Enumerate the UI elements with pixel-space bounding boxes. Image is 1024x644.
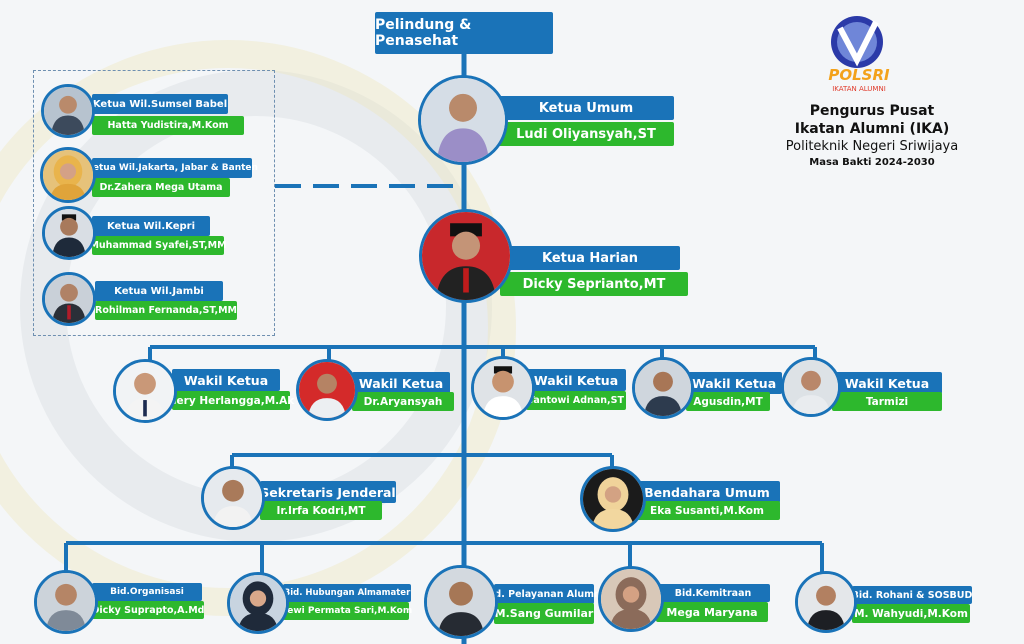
sekretaris-role: Sekretaris Jenderal	[260, 481, 396, 503]
wakil-1-name: Hery Herlangga,M.Ak	[168, 391, 294, 410]
bidang-3-role: Bid. Pelayanan Alumni	[484, 584, 604, 604]
bidang-2-role: Bid. Hubungan Almamater	[283, 584, 411, 602]
bidang-1-role: Bid.Organisasi	[92, 583, 202, 601]
logo-subtitle: IKATAN ALUMNI	[832, 85, 886, 93]
wakil-3-name: Tantowi Adnan,ST	[526, 391, 626, 410]
wakil-5-photo	[781, 357, 841, 417]
wakil-1-photo	[113, 359, 177, 423]
pelindung-label: Pelindung & Penasehat	[375, 17, 472, 49]
bidang-4-name: Mega Maryana	[656, 602, 768, 622]
bidang-3-photo	[424, 565, 498, 639]
bidang-5-name: M. Wahyudi,M.Kom	[852, 604, 970, 623]
regional-4-name: Rohilman Fernanda,ST,MM	[95, 301, 237, 320]
bidang-2-photo	[227, 572, 289, 634]
wakil-2-name: Dr.Aryansyah	[352, 392, 454, 411]
regional-3-name: Muhammad Syafei,ST,MM	[89, 236, 227, 255]
wakil-2-photo	[296, 359, 358, 421]
org-line-4: Masa Bakti 2024-2030	[809, 157, 935, 168]
sekretaris-photo	[201, 466, 265, 530]
regional-2-role: Ketua Wil.Jakarta, Jabar & Banten	[86, 158, 258, 178]
org-line-1: Pengurus Pusat	[809, 103, 935, 119]
logo-brand: POLSRI	[828, 66, 890, 84]
bidang-3-name: M.Sang Gumilar	[494, 603, 594, 624]
wakil-5-name: Tarmizi	[832, 392, 942, 411]
bidang-1-photo	[34, 570, 98, 634]
wakil-5-role: Wakil Ketua	[832, 372, 942, 394]
regional-2-photo	[40, 147, 96, 203]
regional-1-photo	[41, 84, 95, 138]
wakil-4-name: Agusdin,MT	[686, 392, 770, 411]
org-line-2: Ikatan Alumni (IKA)	[794, 121, 950, 137]
sekretaris-name: Ir.Irfa Kodri,MT	[260, 501, 382, 520]
wakil-3-role: Wakil Ketua	[526, 369, 626, 391]
regional-4-photo	[42, 272, 96, 326]
ketua-umum-name: Ludi Oliyansyah,ST	[498, 122, 674, 146]
ketua-harian-role: Ketua Harian	[500, 246, 680, 270]
bendahara-role: Bendahara Umum	[634, 481, 780, 503]
bidang-5-photo	[795, 571, 857, 633]
wakil-2-role: Wakil Ketua	[352, 372, 450, 394]
polsri-logo: POLSRI IKATAN ALUMNI	[824, 14, 894, 94]
bendahara-photo	[580, 466, 646, 532]
bidang-5-role: Bid. Rohani & SOSBUD	[852, 586, 972, 604]
organization-title: Pengurus Pusat Ikatan Alumni (IKA) Polit…	[762, 102, 982, 170]
regional-4-role: Ketua Wil.Jambi	[95, 281, 223, 301]
bidang-4-photo	[598, 566, 664, 632]
wakil-1-role: Wakil Ketua	[172, 369, 280, 391]
ketua-umum-role: Ketua Umum	[498, 96, 674, 120]
bidang-2-name: Dewi Permata Sari,M.Kom	[280, 602, 412, 620]
ketua-harian-name: Dicky Seprianto,MT	[500, 272, 688, 296]
bidang-1-name: Dicky Suprapto,A.Md	[92, 601, 204, 619]
regional-3-photo	[42, 206, 96, 260]
regional-3-role: Ketua Wil.Kepri	[92, 216, 210, 236]
wakil-4-photo	[632, 357, 694, 419]
regional-panel	[33, 70, 275, 336]
regional-1-role: Ketua Wil.Sumsel Babel	[92, 94, 228, 114]
pelindung-box: Pelindung & Penasehat	[375, 12, 553, 54]
ketua-umum-photo	[418, 75, 508, 165]
regional-1-name: Hatta Yudistira,M.Kom	[92, 116, 244, 135]
org-line-3: Politeknik Negeri Sriwijaya	[785, 139, 959, 154]
wakil-4-role: Wakil Ketua	[686, 372, 782, 394]
regional-2-name: Dr.Zahera Mega Utama	[92, 178, 230, 197]
bidang-4-role: Bid.Kemitraan	[656, 584, 770, 602]
wakil-3-photo	[471, 356, 535, 420]
ketua-harian-photo	[419, 209, 513, 303]
bendahara-name: Eka Susanti,M.Kom	[634, 501, 780, 520]
